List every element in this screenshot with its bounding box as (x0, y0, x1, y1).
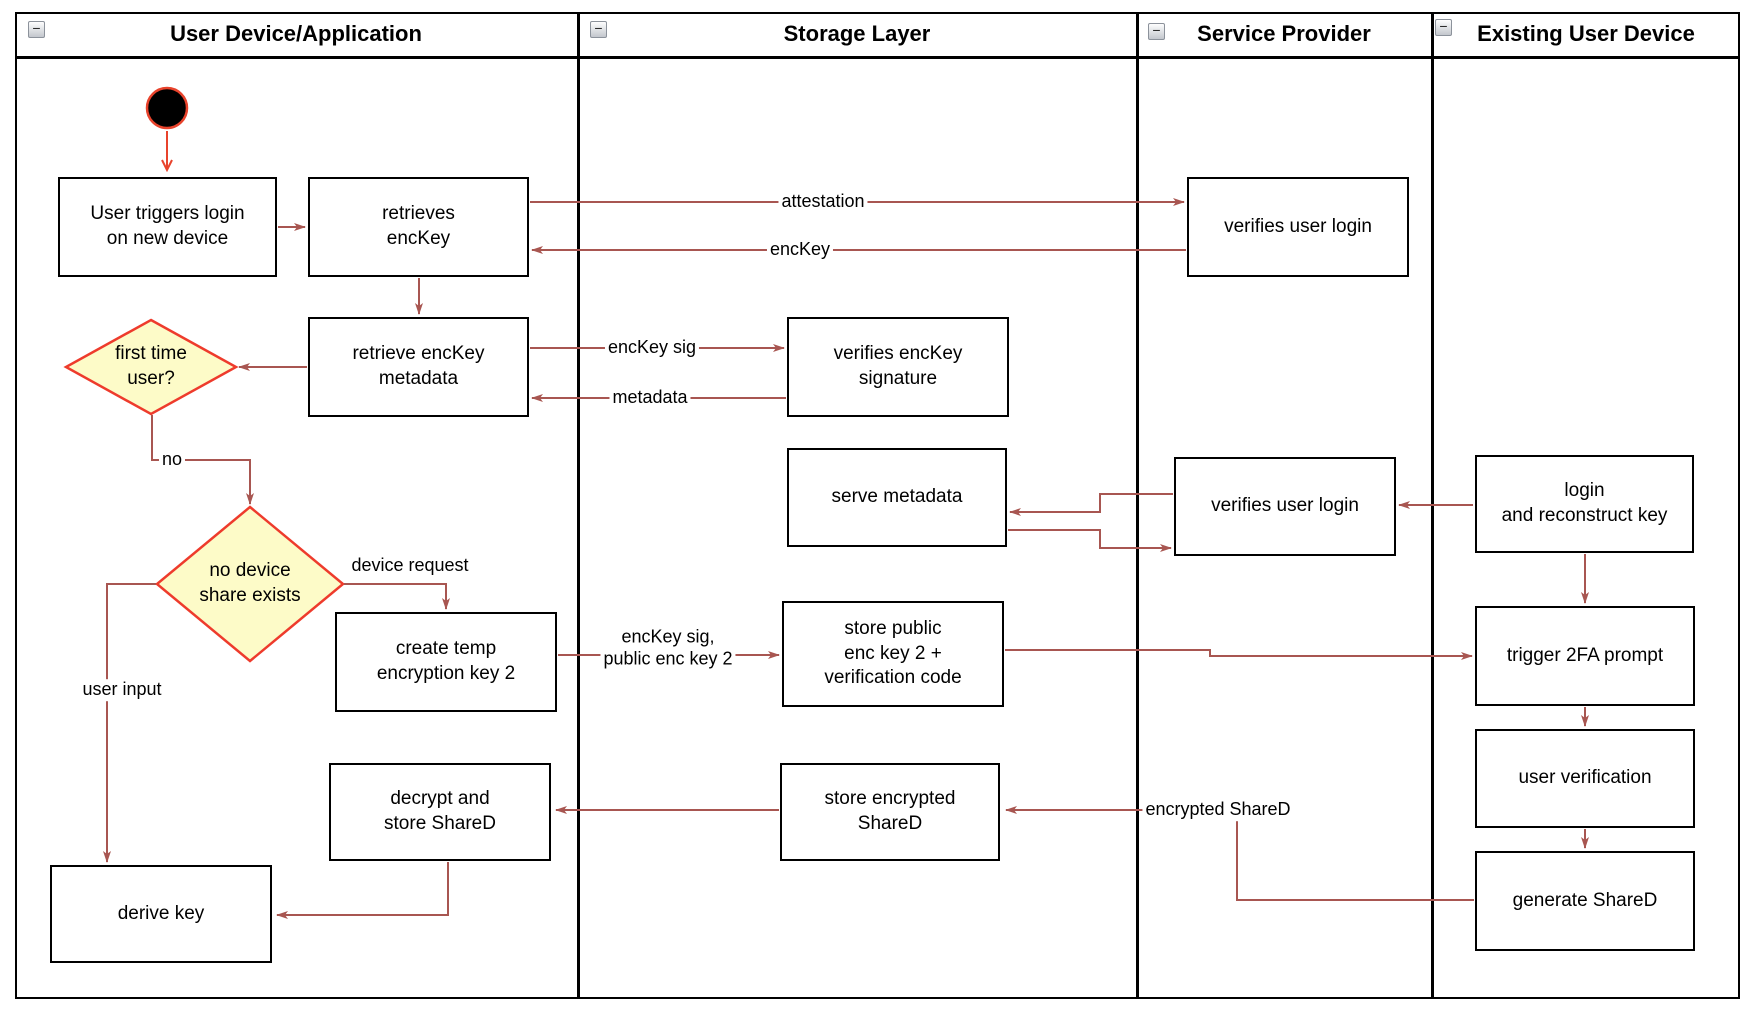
lane-header-separator (15, 56, 1740, 59)
lane-divider-1 (577, 12, 580, 999)
node-serve-metadata[interactable]: serve metadata (787, 448, 1007, 547)
edge-label-device-request: device request (348, 555, 472, 577)
node-generate-shared[interactable]: generate ShareD (1475, 851, 1695, 951)
node-derive-key[interactable]: derive key (50, 865, 272, 963)
edge-label-no: no (158, 449, 186, 471)
edge-label-enckey: encKey (766, 239, 834, 261)
node-verifies-enckey-signature[interactable]: verifies encKey signature (787, 317, 1009, 417)
node-login-reconstruct-key[interactable]: login and reconstruct key (1475, 455, 1694, 553)
edge-user-input (103, 583, 156, 863)
lane-title-user-device: User Device/Application (170, 21, 422, 46)
node-user-verification[interactable]: user verification (1475, 729, 1695, 828)
decision-label-first-time-user: first time user? (115, 343, 187, 389)
node-user-triggers-login[interactable]: User triggers login on new device (58, 177, 277, 277)
node-verifies-user-login-2[interactable]: verifies user login (1174, 457, 1396, 556)
pool-border (15, 12, 1740, 999)
edge-serve-metadata-to-login (1008, 529, 1172, 552)
edge-encrypted-shared (1005, 806, 1474, 901)
edge-label-user-input: user input (79, 679, 165, 701)
node-create-temp-key[interactable]: create temp encryption key 2 (335, 612, 557, 712)
node-store-public-enc-key[interactable]: store public enc key 2 + verification co… (782, 601, 1004, 707)
collapse-lane-icon[interactable]: − (28, 21, 45, 38)
node-decrypt-store-shared[interactable]: decrypt and store ShareD (329, 763, 551, 861)
node-store-encrypted-shared[interactable]: store encrypted ShareD (780, 763, 1000, 861)
initial-node (145, 86, 189, 130)
node-retrieve-enckey-metadata[interactable]: retrieve encKey metadata (308, 317, 529, 417)
decision-label-no-device-share: no device share exists (199, 560, 301, 606)
edge-store-public-to-2fa (1005, 649, 1473, 660)
collapse-lane-icon[interactable]: − (590, 21, 607, 38)
lane-divider-2 (1136, 12, 1139, 999)
edge-label-metadata: metadata (609, 387, 691, 409)
node-verifies-user-login-1[interactable]: verifies user login (1187, 177, 1409, 277)
edge-label-enckey-sig: encKey sig (604, 337, 700, 359)
node-retrieves-enckey[interactable]: retrieves encKey (308, 177, 529, 277)
decision-first-time-user (63, 318, 239, 416)
collapse-lane-icon[interactable]: − (1148, 23, 1165, 40)
lane-title-service-provider: Service Provider (1197, 21, 1371, 46)
edge-label-enckey-sig-public: encKey sig, public enc key 2 (600, 626, 736, 670)
decision-no-device-share (155, 505, 345, 663)
collapse-lane-icon[interactable]: − (1435, 19, 1452, 36)
edge-device-request (344, 583, 450, 610)
edge-label-encrypted-shared: encrypted ShareD (1142, 799, 1294, 821)
edge-decrypt-to-derive (276, 862, 449, 919)
node-trigger-2fa-prompt[interactable]: trigger 2FA prompt (1475, 606, 1695, 706)
edge-login-to-serve-metadata (1009, 493, 1173, 516)
edge-no-branch (151, 415, 254, 505)
lane-title-storage-layer: Storage Layer (783, 21, 931, 46)
lane-title-existing-user-device: Existing User Device (1477, 21, 1695, 46)
edge-label-attestation: attestation (778, 191, 868, 213)
